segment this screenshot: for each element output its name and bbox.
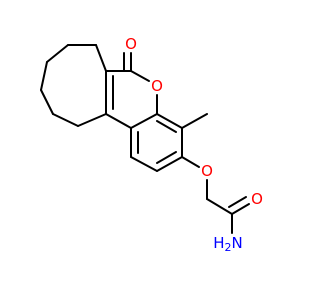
amine-h-subscript: 2 (225, 241, 232, 254)
cf-4 (40, 61, 48, 91)
cf-bz-3-in (156, 151, 177, 164)
amine-n-label: N (232, 234, 243, 252)
cf-1 (95, 44, 107, 72)
cf-c11c-c11b (105, 113, 132, 129)
amine-nitrogen-label: H2N (213, 234, 243, 254)
cf-c3-o (181, 156, 200, 168)
cf-3 (46, 44, 69, 63)
cf-bz-2 (130, 156, 158, 172)
cycloheptene-final-visible (40, 44, 107, 127)
ring-oxygen-label: O (151, 77, 163, 95)
chemical-diagram: O O O O H2N (0, 0, 300, 300)
cf-5 (40, 89, 54, 115)
cf-bz-5 (156, 113, 183, 129)
cf-c-o-1 (231, 203, 250, 215)
cf-c-o-2 (228, 196, 247, 208)
cf-c6-o5 (130, 70, 150, 82)
carbonyl-oxygen-label: O (125, 35, 137, 53)
cf-7 (77, 113, 107, 127)
cf-ch2-c (206, 198, 233, 215)
cf-bz-5-in (156, 120, 177, 133)
cf-methyl (181, 113, 208, 129)
cf-bz-3 (156, 156, 183, 172)
cf-6 (52, 113, 79, 127)
amide-oxygen-label: O (251, 190, 263, 208)
ether-oxygen-label: O (201, 162, 213, 180)
chemical-diagram-bg (0, 0, 300, 300)
amine-h-label: H (213, 234, 224, 252)
cf-c4a-c11c (130, 113, 158, 129)
